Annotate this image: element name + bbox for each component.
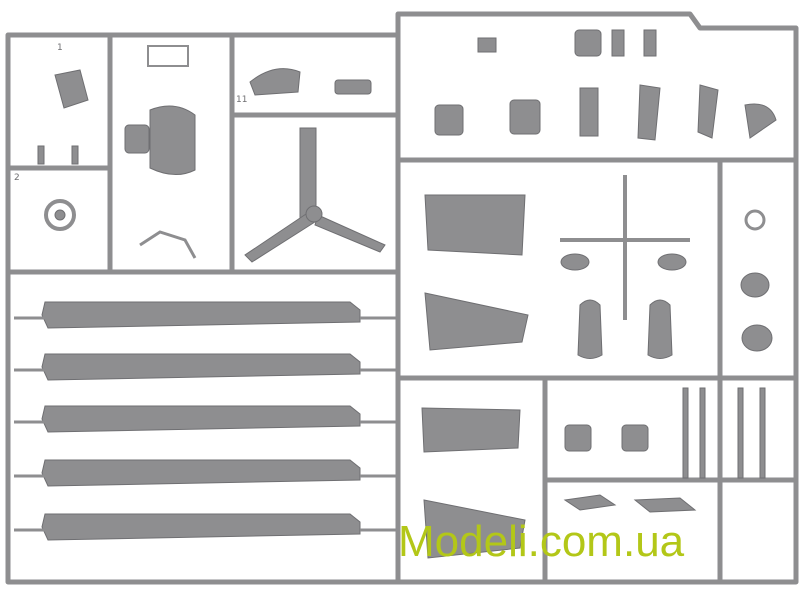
- sprue-labels: 1 2 11: [14, 43, 247, 183]
- watermark-text: Modeli.com.ua: [398, 517, 685, 566]
- sprue-label-2: 2: [14, 173, 20, 183]
- tail-rotor: [244, 68, 386, 263]
- cockpit-parts: [560, 175, 690, 359]
- gearbox-part: [124, 45, 197, 259]
- blade-gates: [14, 316, 398, 532]
- sprue-frame: [5, 11, 799, 585]
- sprue-label-11: 11: [236, 95, 247, 105]
- small-parts-bottom-right: [563, 387, 766, 513]
- wheel-parts: [740, 209, 773, 352]
- stabilizer-fins: [421, 194, 529, 559]
- sprue-label-1: 1: [57, 43, 63, 53]
- small-parts-top-right: [434, 29, 777, 141]
- small-parts-top-left: [37, 69, 89, 231]
- rotor-blades: [41, 301, 361, 541]
